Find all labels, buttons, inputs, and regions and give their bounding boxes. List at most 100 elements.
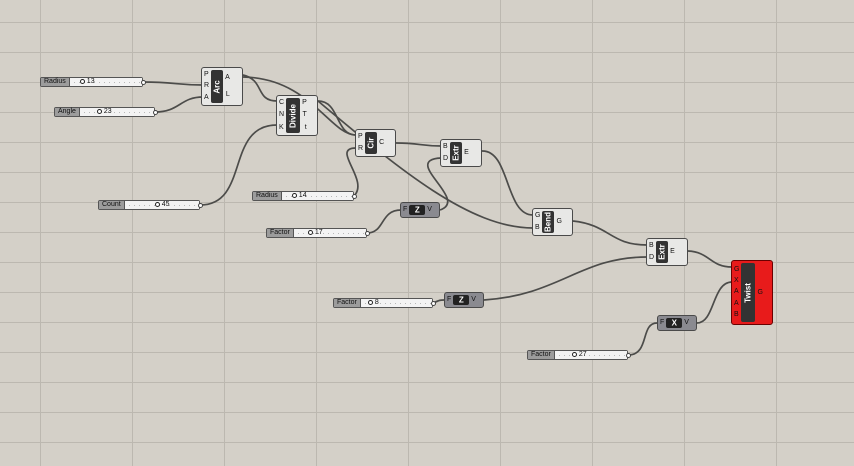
unit-x-component[interactable]: F X V <box>657 315 697 331</box>
component-title: Extr <box>450 142 463 164</box>
output-grip-icon[interactable] <box>431 301 436 306</box>
slider-value: 45 <box>161 201 170 208</box>
wire-divide-to-bend <box>317 100 534 229</box>
output-grip-icon[interactable] <box>626 353 631 358</box>
slider-track[interactable]: 23 <box>79 108 154 116</box>
slider-track[interactable]: 8 <box>360 299 432 307</box>
slider-track[interactable]: 13 <box>69 78 142 86</box>
input-a2[interactable]: A <box>734 299 739 307</box>
input-g[interactable]: G <box>734 265 740 273</box>
output-p[interactable]: P <box>302 99 307 107</box>
output-v[interactable]: V <box>471 296 476 303</box>
factor3-slider[interactable]: Factor 27 <box>527 350 631 360</box>
extrude-component-2[interactable]: B D Extr E <box>646 238 688 266</box>
slider-track[interactable]: 27 <box>554 351 627 359</box>
input-n[interactable]: N <box>279 111 285 119</box>
input-p[interactable]: P <box>358 133 363 140</box>
output-c[interactable]: C <box>379 139 385 146</box>
slider-value: 8 <box>374 299 379 306</box>
input-r[interactable]: R <box>358 145 364 152</box>
slider-label: Factor <box>528 351 555 359</box>
component-title: Bend <box>542 211 555 233</box>
slider-label: Radius <box>41 78 70 86</box>
circle-component[interactable]: P R Cir C <box>355 129 396 157</box>
wire-circle-to-extr1 <box>395 142 442 147</box>
input-c[interactable]: C <box>279 99 285 107</box>
wire-extr1-to-bend <box>481 150 534 216</box>
slider-label: Angle <box>55 108 80 116</box>
slider-label: Factor <box>267 229 294 237</box>
output-grip-icon[interactable] <box>153 110 158 115</box>
wire-bend-to-extr2 <box>572 220 648 246</box>
output-e[interactable]: E <box>670 248 675 255</box>
factor1-slider[interactable]: Factor 17 <box>266 228 370 238</box>
slider-value: 27 <box>578 351 587 358</box>
input-a[interactable]: A <box>734 288 739 296</box>
radius-slider[interactable]: Radius 13 <box>40 77 146 87</box>
twist-component[interactable]: G X A A B Twist G <box>731 260 773 325</box>
input-b[interactable]: B <box>734 311 739 319</box>
wire-factor3-to-xvec <box>627 322 658 356</box>
input-a[interactable]: A <box>204 94 209 102</box>
component-title: X <box>666 318 683 328</box>
slider-track[interactable]: 14 <box>281 192 353 200</box>
output-a[interactable]: A <box>225 73 230 81</box>
wire-zvec-to-extr1 <box>426 157 449 211</box>
output-t[interactable]: T <box>302 111 307 119</box>
slider-knob[interactable] <box>291 193 297 198</box>
input-r[interactable]: R <box>204 82 210 90</box>
angle-slider[interactable]: Angle 23 <box>54 107 158 117</box>
slider-label: Count <box>99 201 125 209</box>
slider-knob[interactable] <box>367 300 373 305</box>
input-f[interactable]: F <box>403 206 408 213</box>
bend-component[interactable]: G B Bend G <box>532 208 573 236</box>
component-title: Z <box>409 205 426 215</box>
factor2-slider[interactable]: Factor 8 <box>333 298 436 308</box>
slider-track[interactable]: 17 <box>293 229 366 237</box>
output-t2[interactable]: t <box>304 123 307 131</box>
output-v[interactable]: V <box>427 206 432 213</box>
output-grip-icon[interactable] <box>141 80 146 85</box>
input-p[interactable]: P <box>204 70 209 78</box>
arc-component[interactable]: P R A Arc A L <box>201 67 243 106</box>
component-title: Z <box>453 295 470 305</box>
output-g[interactable]: G <box>556 218 562 225</box>
slider-knob[interactable] <box>571 352 577 357</box>
output-v[interactable]: V <box>684 319 689 326</box>
input-d[interactable]: D <box>649 254 655 261</box>
radius2-slider[interactable]: Radius 14 <box>252 191 357 201</box>
input-d[interactable]: D <box>443 155 449 162</box>
slider-knob[interactable] <box>154 202 160 207</box>
unit-z-component-1[interactable]: F Z V <box>400 202 440 218</box>
wire-count-to-divide <box>199 124 278 206</box>
divide-component[interactable]: C N K Divide P T t <box>276 95 318 136</box>
wire-extr2-to-twist <box>687 250 733 268</box>
wire-xvec-to-twist <box>696 281 733 324</box>
output-g[interactable]: G <box>757 288 763 296</box>
input-b[interactable]: B <box>535 224 540 231</box>
input-g[interactable]: G <box>535 212 541 219</box>
input-k[interactable]: K <box>279 123 284 131</box>
extrude-component-1[interactable]: B D Extr E <box>440 139 482 167</box>
output-e[interactable]: E <box>464 149 469 156</box>
output-grip-icon[interactable] <box>352 194 357 199</box>
slider-knob[interactable] <box>307 230 313 235</box>
slider-track[interactable]: 45 <box>124 201 199 209</box>
slider-knob[interactable] <box>79 79 85 84</box>
slider-value: 23 <box>103 108 112 115</box>
component-title: Arc <box>211 70 224 103</box>
slider-knob[interactable] <box>96 109 102 114</box>
slider-label: Factor <box>334 299 361 307</box>
unit-z-component-2[interactable]: F Z V <box>444 292 484 308</box>
count-slider[interactable]: Count 45 <box>98 200 203 210</box>
output-grip-icon[interactable] <box>198 203 203 208</box>
input-f[interactable]: F <box>447 296 452 303</box>
input-b[interactable]: B <box>649 242 654 249</box>
output-grip-icon[interactable] <box>365 231 370 236</box>
wire-radius-to-arc <box>142 81 204 86</box>
output-l[interactable]: L <box>225 91 230 99</box>
input-b[interactable]: B <box>443 143 448 150</box>
input-f[interactable]: F <box>660 319 665 326</box>
input-x[interactable]: X <box>734 277 739 285</box>
wire-radius2-to-circle <box>346 147 359 197</box>
